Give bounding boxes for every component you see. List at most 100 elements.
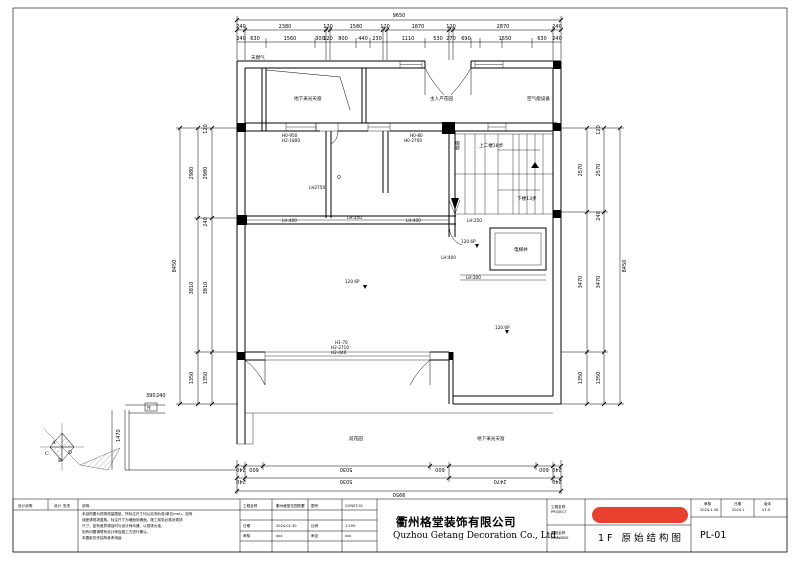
callout-box-label: 柱 — [147, 404, 151, 410]
tb-label-f: 审定 — [311, 533, 319, 538]
dim-bottom-row1-3: 600 — [435, 466, 445, 472]
room-label-elevator: 电梯井 — [514, 246, 528, 253]
entry-dim-0: 390 — [146, 393, 156, 399]
entry-dim-1: 240 — [156, 393, 166, 399]
level-right-top: 120.6P — [461, 239, 476, 244]
dim-left-seg2-1: 3810 — [203, 282, 209, 295]
win-left-h2: H2-1800 — [282, 138, 300, 143]
tb-label-project: 工程名称 — [551, 504, 566, 509]
interior-walls — [245, 68, 557, 404]
structural-columns — [237, 61, 561, 360]
exterior-walls — [236, 60, 562, 444]
left-dimension-ticks — [177, 125, 215, 407]
svg-text:D: D — [68, 450, 72, 456]
dim-right-seg2-1: 3470 — [596, 276, 602, 289]
tb-label-b: 图号 — [311, 503, 319, 508]
entry-dim-v: 1470 — [116, 429, 122, 442]
dim-left-seg2-2: 1350 — [203, 372, 209, 385]
tb-value-b: CONST-01 — [345, 504, 363, 508]
dim-top-row2-6: 440 — [358, 36, 368, 42]
elevator-shaft — [489, 227, 547, 271]
dim-top-row2-3: 300 — [315, 36, 325, 42]
dim-top-row2-13: 630 — [537, 36, 547, 42]
door-front-h2a: H2-2710 — [331, 345, 349, 350]
dim-right-small-0: 120 — [596, 125, 602, 135]
tb-label-drawing: 图纸名称 — [551, 530, 566, 535]
dim-top-row1-6: 120 — [446, 24, 456, 30]
win-stair-h2: H0-2700 — [404, 138, 422, 143]
room-label-mep: 空气能设备 — [527, 95, 550, 102]
tb-label-c: 日期 — [243, 523, 251, 528]
dim-right-total: 8450 — [622, 260, 628, 273]
company-name-en: Quzhou Getang Decoration Co., Ltd. — [393, 531, 559, 541]
dim-top-row1-4: 120 — [380, 24, 390, 30]
dim-right-seg-2: 1350 — [578, 372, 584, 385]
company-name-cn: 衢州格堂装饰有限公司 — [396, 515, 516, 529]
lh-400-c: LH:400 — [441, 255, 456, 260]
tb-value-d: 1:100 — [345, 524, 356, 528]
lh-250: LH:250 — [467, 218, 482, 223]
room-label-corner-mark: 天燃气 — [251, 54, 265, 61]
redacted-project-name — [592, 507, 688, 523]
stair-arrow-icon — [451, 198, 459, 210]
dim-bottom-row2-0: 240 — [236, 478, 246, 484]
svg-text:B: B — [58, 458, 62, 464]
compass-icon: A D B C — [40, 423, 121, 471]
level-main: 120.6P — [345, 279, 360, 284]
tb-value-a: 衢州格堂花园别墅 — [276, 503, 305, 508]
top-dimension-lines — [236, 16, 562, 60]
lh-400-a: LH:400 — [282, 218, 297, 223]
dim-top-row1-7: 2870 — [497, 24, 510, 30]
dim-bottom-row1-1: 600 — [249, 466, 259, 472]
dim-left-total: 8450 — [172, 260, 178, 273]
dim-top-row2-11: 690 — [461, 36, 471, 42]
win-stair-h0: H0-80 — [410, 133, 423, 138]
level-right-mid: 120.6P — [495, 325, 510, 330]
dim-top-row2-10: 270 — [446, 36, 456, 42]
lh-300: LH:300 — [466, 275, 481, 280]
lh-350-a: LH:350 — [347, 215, 362, 220]
room-label-basement-light-bottom: 地下采光天窗 — [477, 435, 505, 442]
stair-arrow-up-icon — [531, 162, 539, 168]
bottom-dimension-lines — [236, 460, 562, 494]
dim-right-small-1: 240 — [596, 211, 602, 221]
tb-label-drawn: 设计 — [54, 503, 62, 508]
dim-bottom-total: 9950 — [393, 491, 406, 497]
dim-bottom-row2-1: 5030 — [340, 478, 353, 484]
bottom-dimension-ticks — [234, 463, 564, 494]
dim-bottom-row1-2: 5030 — [340, 466, 353, 472]
dim-top-row1-8: 240 — [552, 24, 562, 30]
tb-label-h: 日期 — [734, 501, 742, 506]
dim-bottom-row2-3: 240 — [552, 478, 562, 484]
svg-text:C: C — [45, 451, 49, 457]
dim-top-row1-5: 1870 — [412, 24, 425, 30]
tb-note-line-3: 如有问题请联系设计师及施工方进行确认。 — [82, 529, 150, 534]
tb-label-drawing-en: DRAWING — [551, 536, 569, 540]
title-block — [12, 498, 788, 553]
dim-top-row2-4: 120 — [323, 36, 333, 42]
sheet-frame — [12, 7, 788, 553]
tb-note-line-0: 本结构图为现场测量图纸，所标注尺寸均以实测为准(单位mm)，如有 — [82, 511, 193, 516]
dim-top-row2-12: 1550 — [499, 36, 512, 42]
tb-value-i: V1.0 — [762, 508, 771, 512]
dim-bottom-row1-4: 600 — [539, 466, 549, 472]
door-front-h2b: H2-440 — [331, 350, 347, 355]
dim-bottom-row1-0: 240 — [236, 466, 246, 472]
staircase — [448, 133, 554, 215]
right-dimension-ticks — [584, 125, 623, 407]
room-label-basement-light-left: 地下采光天窗 — [294, 95, 322, 102]
drawing-number: PL-01 — [700, 530, 727, 541]
dim-right-seg2-2: 1350 — [596, 372, 602, 385]
dim-left-small-1: 240 — [203, 217, 209, 227]
dim-right-seg-0: 2570 — [578, 164, 584, 177]
room-label-to-2f: 上二楼18步 — [479, 142, 504, 149]
door-front-h1: H1-70 — [335, 340, 348, 345]
dim-right-seg2-0: 2570 — [596, 164, 602, 177]
lh-2750: LH2750 — [309, 185, 325, 190]
dim-bottom-row1-5: 240 — [552, 466, 562, 472]
dim-top-row2-8: 1110 — [402, 36, 415, 42]
top-dimension-ticks — [234, 17, 564, 33]
tb-note-line-4: 本图纸仅作结构参考用途 — [82, 535, 122, 540]
tb-value-g: 2024.1.30 — [700, 508, 719, 512]
